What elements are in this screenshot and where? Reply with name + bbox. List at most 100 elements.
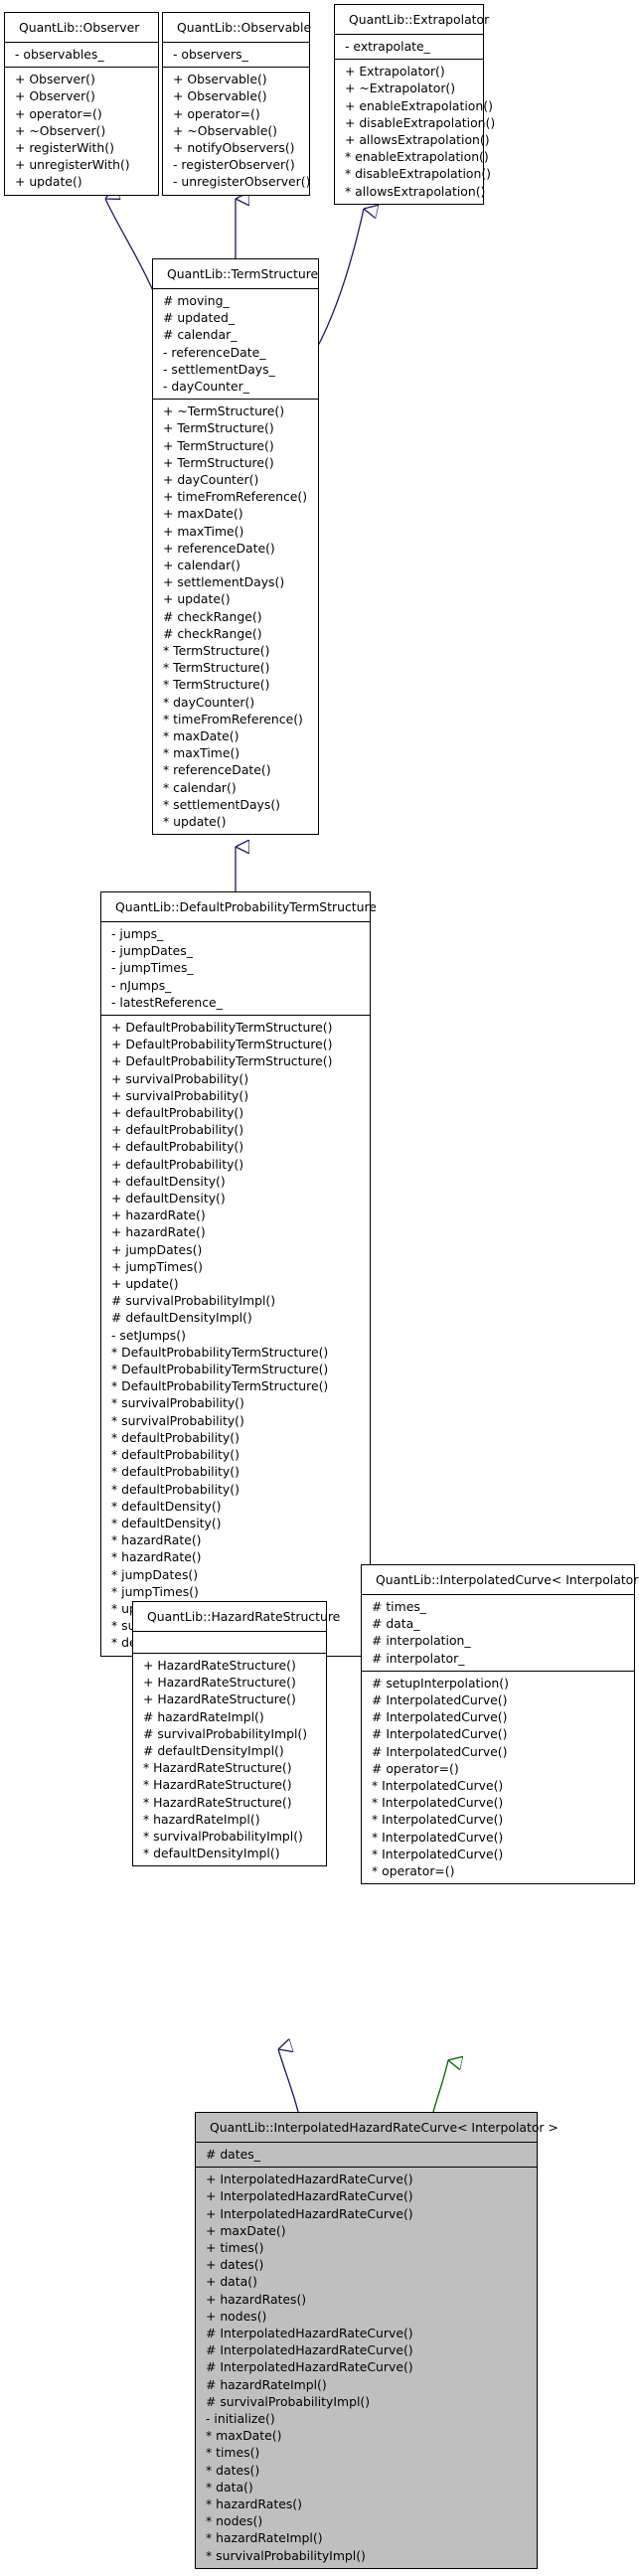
attributes: - observables_: [5, 42, 158, 67]
method-item: * calendar(): [163, 779, 237, 795]
attribute-item: - referenceDate_: [163, 344, 266, 360]
method-item: * times(): [206, 2445, 260, 2461]
method-item: + enableExtrapolation(): [345, 97, 493, 113]
method-item: # InterpolatedCurve(): [372, 1743, 508, 1759]
method-item: * InterpolatedCurve(): [372, 1829, 504, 1845]
method-item: + HazardRateStructure(): [143, 1675, 296, 1690]
attribute-item: # data_: [372, 1616, 420, 1632]
methods: + HazardRateStructure() + HazardRateStruc…: [133, 1653, 326, 1865]
method-item: + Observer(): [15, 88, 95, 104]
class-name: QuantLib::InterpolatedHazardRateCurve< I…: [210, 2120, 559, 2135]
method-item: + hazardRates(): [206, 2291, 307, 2307]
method-item: + HazardRateStructure(): [143, 1658, 296, 1673]
attributes: - observers_: [163, 42, 309, 67]
method-item: * allowsExtrapolation(): [345, 183, 486, 199]
class-name: QuantLib::Observable: [177, 20, 312, 35]
method-item: * defaultProbability(): [111, 1429, 240, 1445]
method-item: * DefaultProbabilityTermStructure(): [111, 1362, 329, 1377]
method-item: * survivalProbabilityImpl(): [143, 1829, 303, 1845]
method-item: + calendar(): [163, 558, 240, 573]
class-interpolatedcurve[interactable]: QuantLib::InterpolatedCurve< Interpolato…: [361, 1564, 639, 1885]
method-item: + InterpolatedHazardRateCurve(): [206, 2188, 413, 2204]
method-item: * InterpolatedCurve(): [372, 1778, 504, 1794]
class-name: QuantLib::TermStructure: [167, 266, 319, 281]
attribute-item: - latestReference_: [111, 994, 223, 1010]
method-item: + disableExtrapolation(): [345, 114, 496, 130]
method-item: + maxTime(): [163, 523, 244, 539]
attribute-item: # moving_: [163, 293, 230, 308]
method-item: - setJumps(): [111, 1327, 186, 1343]
method-item: + hazardRate(): [111, 1224, 206, 1240]
attribute-item: # times_: [372, 1599, 426, 1614]
method-item: # InterpolatedHazardRateCurve(): [206, 2342, 413, 2358]
class-termstructure[interactable]: QuantLib::TermStructure # moving_# updat…: [152, 258, 319, 836]
method-item: # defaultDensityImpl(): [143, 1743, 284, 1759]
method-item: + defaultProbability(): [111, 1156, 244, 1172]
method-item: * jumpDates(): [111, 1566, 199, 1582]
class-defaultprobabilitytermstructure[interactable]: QuantLib::DefaultProbabilityTermStructur…: [100, 891, 377, 1657]
method-item: # survivalProbabilityImpl(): [206, 2393, 371, 2409]
attributes: - jumps_- jumpDates_- jumpTimes_- nJumps…: [101, 921, 370, 1015]
class-extrapolator[interactable]: QuantLib::Extrapolator - extrapolate_ + …: [334, 4, 496, 205]
method-item: + dates(): [206, 2257, 264, 2273]
method-item: * dayCounter(): [163, 694, 255, 710]
method-item: * nodes(): [206, 2513, 263, 2529]
method-item: + ~Extrapolator(): [345, 80, 456, 96]
method-item: # hazardRateImpl(): [143, 1708, 264, 1724]
method-item: * InterpolatedCurve(): [372, 1795, 504, 1811]
method-item: * HazardRateStructure(): [143, 1777, 292, 1793]
method-item: * jumpTimes(): [111, 1583, 199, 1599]
edge-termstructure-observer: [105, 199, 155, 294]
attribute-item: - jumpTimes_: [111, 960, 194, 976]
method-item: - registerObserver(): [173, 157, 295, 173]
method-item: + jumpTimes(): [111, 1258, 203, 1274]
class-name: QuantLib::Extrapolator: [349, 12, 490, 27]
method-item: + defaultProbability(): [111, 1122, 244, 1138]
attribute-item: - dayCounter_: [163, 379, 249, 395]
class-name: QuantLib::InterpolatedCurve< Interpolato…: [376, 1572, 639, 1587]
class-hazardratestructure[interactable]: QuantLib::HazardRateStructure + HazardRa…: [132, 1601, 341, 1867]
attribute-item: - observables_: [15, 47, 104, 62]
attribute-item: # updated_: [163, 310, 236, 326]
method-item: + survivalProbability(): [111, 1070, 249, 1086]
method-item: * referenceDate(): [163, 762, 271, 778]
method-item: * enableExtrapolation(): [345, 149, 489, 165]
method-item: * TermStructure(): [163, 643, 270, 659]
method-item: + hazardRate(): [111, 1208, 206, 1223]
method-item: * survivalProbability(): [111, 1412, 244, 1428]
class-interpolatedhazardratecurve[interactable]: QuantLib::InterpolatedHazardRateCurve< I…: [195, 2112, 559, 2569]
class-observer[interactable]: QuantLib::Observer - observables_ + Obse…: [4, 12, 159, 196]
method-item: # InterpolatedCurve(): [372, 1692, 508, 1708]
method-item: + TermStructure(): [163, 437, 274, 453]
method-item: + TermStructure(): [163, 420, 274, 436]
method-item: # InterpolatedHazardRateCurve(): [206, 2326, 413, 2341]
method-item: * hazardRates(): [206, 2496, 302, 2512]
method-item: - unregisterObserver(): [173, 174, 311, 190]
method-item: * TermStructure(): [163, 660, 270, 676]
class-name: QuantLib::HazardRateStructure: [147, 1609, 341, 1624]
class-observable[interactable]: QuantLib::Observable - observers_ + Obse…: [162, 12, 312, 196]
method-item: * operator=(): [372, 1863, 455, 1879]
method-item: + allowsExtrapolation(): [345, 132, 490, 148]
attribute-item: - observers_: [173, 47, 248, 62]
method-item: + defaultProbability(): [111, 1139, 244, 1155]
attributes: # times_# data_# interpolation_# interpo…: [362, 1594, 634, 1671]
method-item: * defaultDensity(): [111, 1515, 222, 1530]
method-item: * defaultProbability(): [111, 1447, 240, 1463]
method-item: * dates(): [206, 2462, 260, 2478]
method-item: * InterpolatedCurve(): [372, 1812, 504, 1828]
method-item: * defaultDensity(): [111, 1498, 222, 1514]
method-item: # InterpolatedCurve(): [372, 1709, 508, 1725]
attributes: # dates_: [196, 2142, 537, 2167]
method-item: * update(): [163, 814, 227, 830]
method-item: + ~Observable(): [173, 122, 278, 138]
method-item: + registerWith(): [15, 140, 114, 156]
methods: + DefaultProbabilityTermStructure()+ Def…: [101, 1015, 370, 1656]
method-item: * defaultProbability(): [111, 1464, 240, 1480]
attributes: [133, 1631, 326, 1653]
method-item: + defaultDensity(): [111, 1191, 226, 1207]
method-item: + referenceDate(): [163, 540, 275, 556]
method-item: + maxDate(): [206, 2222, 286, 2238]
method-item: * hazardRate(): [111, 1532, 202, 1548]
